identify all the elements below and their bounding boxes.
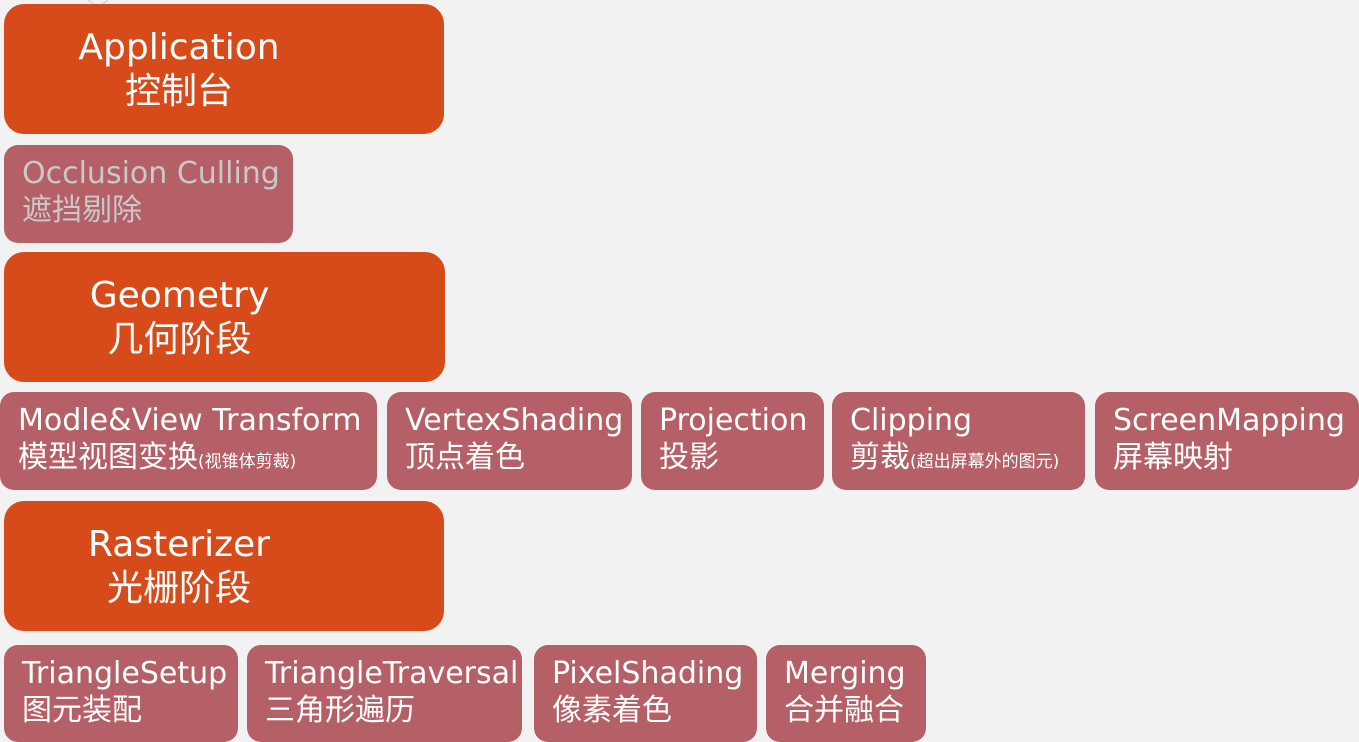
step-title: TriangleSetup (22, 656, 228, 691)
geometry-step-screenmapping: ScreenMapping 屏幕映射 (1095, 392, 1359, 490)
step-subtitle: 模型视图变换 (18, 440, 198, 475)
geometry-stage: Geometry 几何阶段 (4, 252, 445, 382)
rasterizer-step-merging: Merging 合并融合 (766, 645, 926, 742)
step-title: TriangleTraversal (265, 656, 519, 691)
step-subtitle: 合并融合 (784, 693, 904, 728)
step-subtitle: 屏幕映射 (1113, 440, 1233, 475)
step-subtitle: 投影 (659, 440, 719, 475)
occlusion-culling-box: Occlusion Culling 遮挡剔除 (4, 145, 293, 243)
step-title: Projection (659, 403, 808, 438)
step-subtitle: 图元装配 (22, 693, 142, 728)
occlusion-subtitle: 遮挡剔除 (22, 193, 142, 228)
occlusion-title: Occlusion Culling (22, 156, 280, 191)
application-stage: Application 控制台 (4, 4, 444, 134)
rasterizer-step-trianglesetup: TriangleSetup 图元装配 (4, 645, 238, 742)
geometry-step-projection: Projection 投影 (641, 392, 824, 490)
step-title: Clipping (850, 403, 973, 438)
application-subtitle: 控制台 (124, 71, 233, 112)
geometry-step-vertexshading: VertexShading 顶点着色 (387, 392, 632, 490)
geometry-title: Geometry (89, 275, 270, 316)
step-subtitle: 三角形遍历 (265, 693, 415, 728)
geometry-step-clipping: Clipping 剪裁(超出屏幕外的图元) (832, 392, 1085, 490)
geometry-subtitle: 几何阶段 (107, 319, 252, 360)
step-note: (视锥体剪裁) (198, 452, 297, 472)
step-subtitle: 剪裁 (850, 440, 910, 475)
rasterizer-title: Rasterizer (88, 524, 270, 565)
step-title: VertexShading (405, 403, 624, 438)
step-title: Modle&View Transform (18, 403, 362, 438)
rasterizer-stage: Rasterizer 光栅阶段 (4, 501, 444, 631)
rasterizer-step-triangletraversal: TriangleTraversal 三角形遍历 (247, 645, 522, 742)
step-note: (超出屏幕外的图元) (910, 452, 1060, 472)
step-title: PixelShading (552, 656, 744, 691)
application-title: Application (78, 27, 280, 68)
geometry-step-modelview: Modle&View Transform 模型视图变换(视锥体剪裁) (0, 392, 377, 490)
rasterizer-subtitle: 光栅阶段 (106, 568, 251, 609)
step-title: Merging (784, 656, 906, 691)
step-subtitle: 像素着色 (552, 693, 672, 728)
step-title: ScreenMapping (1113, 403, 1345, 438)
rasterizer-step-pixelshading: PixelShading 像素着色 (534, 645, 757, 742)
step-subtitle: 顶点着色 (405, 440, 525, 475)
